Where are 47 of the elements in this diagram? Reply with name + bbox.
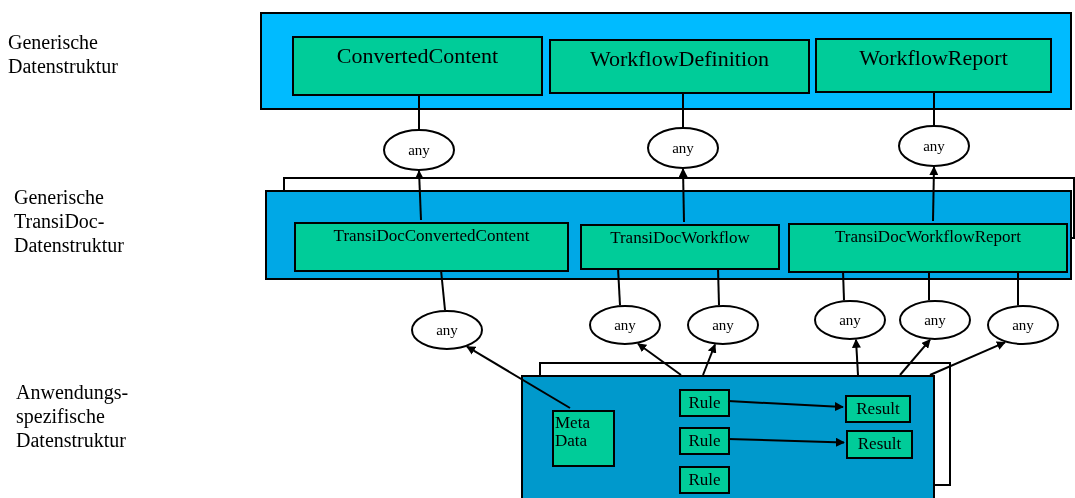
arrow [678,168,688,223]
type-ellipse: any [899,300,971,340]
type-ellipse: any [411,310,483,350]
connector-line [617,267,621,307]
arrow [899,338,931,376]
class-box: Rule [679,466,730,494]
class-box: TransiDocWorkflowReport [788,223,1068,273]
arrow [929,341,1006,376]
layer-label: Generische Datenstruktur [8,30,119,78]
type-ellipse: any [383,129,455,171]
layer-label: Anwendungs- spezifische Datenstruktur [16,380,130,452]
connector-line [717,267,720,307]
class-box: TransiDocWorkflow [580,224,780,270]
type-ellipse: any [589,305,661,345]
class-box: Result [846,430,913,459]
arrow [466,345,571,409]
type-ellipse: any [687,305,759,345]
connector-line [440,269,446,311]
layer-label: Generische TransiDoc- Datenstruktur [14,185,125,257]
class-box: ConvertedContent [292,36,543,96]
class-box: Rule [679,389,730,417]
connector-line [418,93,420,130]
connector-line [928,270,930,302]
arrow [702,343,717,376]
arrow [727,400,844,412]
connector-line [933,90,935,126]
class-box: Meta Data [552,410,615,467]
connector-line [1017,270,1019,307]
arrow [637,342,682,376]
layer-panel [265,190,1072,280]
layer-panel [521,375,935,498]
class-box: WorkflowDefinition [549,39,810,94]
layer-panel [260,12,1072,110]
arrow [727,437,845,447]
arrow [851,338,861,376]
arrow [414,170,424,221]
connector-line [682,91,684,128]
type-ellipse: any [814,300,886,340]
type-ellipse: any [647,127,719,169]
type-ellipse: any [898,125,970,167]
arrow [929,166,939,222]
class-box: TransiDocConvertedContent [294,222,569,272]
type-ellipse: any [987,305,1059,345]
connector-line [842,270,845,302]
class-box: WorkflowReport [815,38,1052,93]
class-box: Result [845,395,911,423]
class-box: Rule [679,427,730,455]
